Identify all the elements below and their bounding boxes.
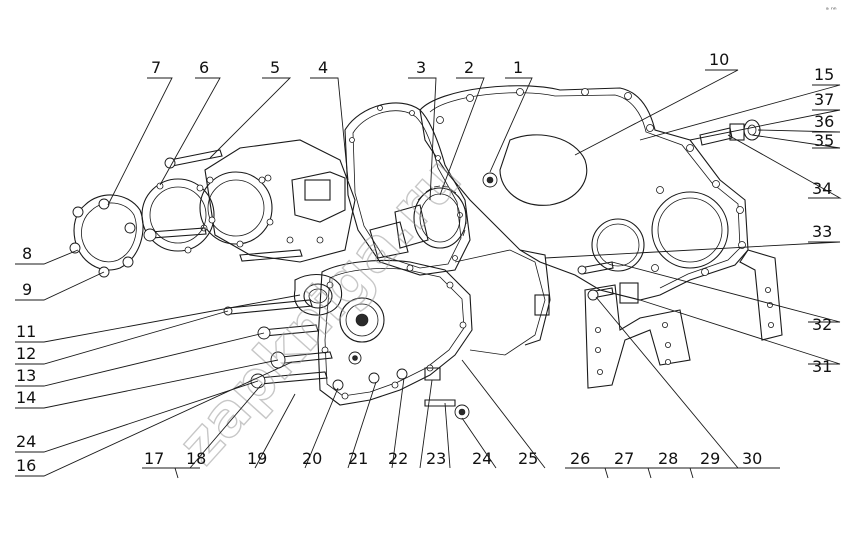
flange-cover-7 bbox=[69, 194, 144, 278]
callout-18: 18 bbox=[186, 449, 206, 468]
callout-33: 33 bbox=[812, 222, 832, 241]
mounting-bracket-lower bbox=[584, 282, 691, 389]
sensor-fitting bbox=[699, 119, 761, 146]
callout-32: 32 bbox=[812, 315, 832, 334]
bracket-bolts bbox=[577, 261, 614, 301]
studs-5 bbox=[143, 149, 223, 242]
callout-1: 1 bbox=[513, 58, 523, 77]
leader-lines bbox=[15, 69, 842, 479]
timing-gear-housing bbox=[419, 85, 749, 301]
callout-27: 27 bbox=[614, 449, 634, 468]
callout-22: 22 bbox=[388, 449, 408, 468]
callout-17: 17 bbox=[144, 449, 164, 468]
callout-20: 20 bbox=[302, 449, 322, 468]
flange-gasket-6 bbox=[141, 178, 216, 254]
callout-24-bottom: 24 bbox=[472, 449, 492, 468]
callout-10: 10 bbox=[709, 50, 729, 69]
callout-31: 31 bbox=[812, 357, 832, 376]
adapter-housing bbox=[204, 139, 356, 263]
corner-mark: ᵃ ⁿⁿ bbox=[826, 6, 837, 14]
callout-9: 9 bbox=[22, 280, 32, 299]
mounting-bracket-right bbox=[739, 249, 783, 341]
callout-3: 3 bbox=[416, 58, 426, 77]
callout-35: 35 bbox=[814, 131, 834, 150]
callout-4: 4 bbox=[318, 58, 328, 77]
callout-14: 14 bbox=[16, 388, 36, 407]
timing-case-gasket bbox=[344, 102, 471, 276]
callout-28: 28 bbox=[658, 449, 678, 468]
callout-36: 36 bbox=[814, 112, 834, 131]
callout-16: 16 bbox=[16, 456, 36, 475]
front-timing-cover bbox=[317, 259, 473, 406]
callout-6: 6 bbox=[199, 58, 209, 77]
callout-29: 29 bbox=[700, 449, 720, 468]
cover-cap bbox=[293, 274, 343, 316]
callout-30: 30 bbox=[742, 449, 762, 468]
callout-2: 2 bbox=[464, 58, 474, 77]
callout-23: 23 bbox=[426, 449, 446, 468]
flange-gasket-5 bbox=[199, 171, 274, 248]
callout-15: 15 bbox=[814, 65, 834, 84]
callout-26: 26 bbox=[570, 449, 590, 468]
callout-19: 19 bbox=[247, 449, 267, 468]
callout-21: 21 bbox=[348, 449, 368, 468]
callout-8: 8 bbox=[22, 244, 32, 263]
callout-5: 5 bbox=[270, 58, 280, 77]
callout-24-left: 24 bbox=[16, 432, 36, 451]
cover-gasket bbox=[454, 249, 551, 356]
callout-37: 37 bbox=[814, 90, 834, 109]
callout-34: 34 bbox=[812, 179, 832, 198]
callout-11: 11 bbox=[16, 322, 36, 341]
callout-13: 13 bbox=[16, 366, 36, 385]
callout-25: 25 bbox=[518, 449, 538, 468]
callout-labels: 7 6 5 4 3 2 1 10 15 37 36 35 34 8 9 11 1… bbox=[16, 50, 834, 475]
callout-12: 12 bbox=[16, 344, 36, 363]
callout-7: 7 bbox=[151, 58, 161, 77]
